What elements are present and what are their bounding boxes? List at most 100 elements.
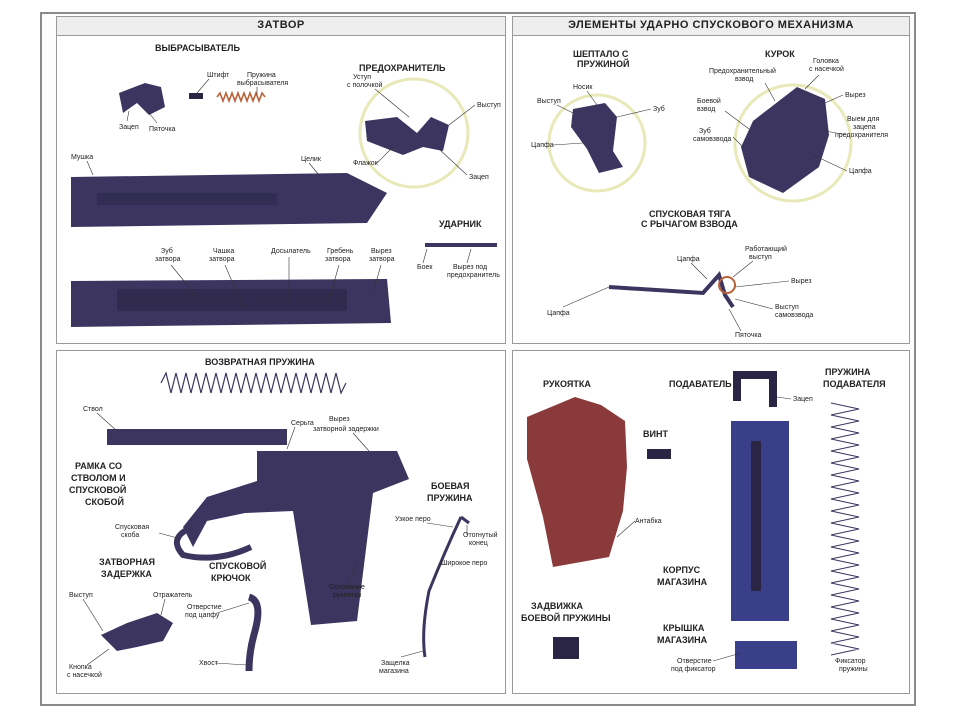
slide-stop-heading-1: ЗАТВОРНАЯ (99, 557, 155, 567)
slide-stop-part (101, 613, 173, 651)
trigger-bar-heading-2: С РЫЧАГОМ ВЗВОДА (641, 219, 738, 229)
extractor-spring (216, 90, 266, 104)
safety-cutout-label-2: предохранитель (447, 272, 500, 279)
sear-tooth-label: Зуб (653, 105, 665, 113)
grip-base-label-2: рукоятки (333, 592, 361, 599)
trigger-guard-label-1: Спусковая (115, 524, 149, 531)
nose-label: Носик (573, 84, 593, 91)
combat-cock-label-1: Боевой (697, 97, 721, 105)
slide-stop-cutout-label-1: Вырез (329, 416, 350, 423)
reflector-label: Отражатель (153, 592, 193, 599)
ejection-port-label-2: затвора (369, 256, 395, 263)
safety-heading: ПРЕДОХРАНИТЕЛЬ (359, 63, 446, 73)
sear-heading-1: ШЕПТАЛО С (573, 49, 629, 59)
bolt-ridge-label-2: затвора (325, 256, 351, 263)
follower-part (733, 371, 777, 407)
spring-lock-label-1: Фиксатор (835, 658, 866, 665)
sear-heading-2: ПРУЖИНОЙ (577, 58, 630, 69)
sear-highlight-ring (547, 93, 647, 193)
extractor-pin (189, 93, 203, 99)
button-label-2: с насечкой (67, 671, 102, 679)
mag-latch-label-1: Защелка (381, 660, 410, 667)
trigger-guard-label-2: скоба (121, 531, 139, 539)
spring-lock-label-2: пружины (839, 666, 868, 673)
safety-recess-label-3: предохранителя (835, 132, 888, 139)
sear-protrusion-label: Выступ (537, 98, 561, 105)
mag-cover-heading-2: МАГАЗИНА (657, 635, 708, 645)
slide-stop-cutout-label-2: затворной задержки (313, 425, 379, 433)
hammer-heading: КУРОК (765, 49, 795, 59)
barrel-label: Ствол (83, 406, 103, 413)
bar-axle-top-label: Цапфа (677, 256, 700, 263)
button-label-1: Кнопка (69, 664, 92, 671)
safety-part (365, 117, 449, 155)
safety-cutout-label-1: Вырез под (453, 264, 487, 271)
catch-label: Зацеп (469, 174, 489, 181)
bolt-drawing: ВЫБРАСЫВАТЕЛЬ ПРЕДОХРАНИТЕЛЬ УДАРНИК Шти… (71, 43, 501, 327)
trigger-part (245, 593, 262, 672)
working-ledge-label-1: Работающий (745, 245, 787, 253)
trigger-mech-panel-title: ЭЛЕМЕНТЫ УДАРНО СПУСКОВОГО МЕХАНИЗМА (568, 19, 854, 31)
follower-spring-part (830, 402, 860, 656)
axle-hole-label-2: под цапфу (185, 612, 220, 619)
sear-axle-label: Цапфа (531, 142, 554, 149)
follower-heading: ПОДАВАТЕЛЬ (669, 379, 732, 389)
bolt-panel-title: ЗАТВОР (257, 19, 305, 31)
frame-panel: ВОЗВРАТНАЯ ПРУЖИНА РАМКА СО СТВОЛОМ И СП… (56, 350, 506, 694)
axle-hole-label-1: Отверстие (187, 604, 222, 611)
latch-hole-label-2: под фиксатор (671, 666, 716, 673)
wide-leaf-label: Широкое перо (441, 560, 488, 567)
screw-heading: ВИНТ (643, 429, 668, 439)
magazine-cover-part (735, 641, 797, 669)
self-cock-ledge-label-1: Выступ (775, 304, 799, 311)
trigger-bar-spring (718, 276, 736, 294)
trigger-bar-part (608, 270, 735, 309)
follower-catch-label: Зацеп (793, 396, 813, 403)
swivel-label: Антабка (635, 517, 662, 525)
self-cock-tooth-label-1: Зуб (699, 127, 711, 135)
latch-hole-label-1: Отверстие (677, 658, 712, 665)
mainspring-heading-1: БОЕВАЯ (431, 481, 470, 491)
bolt-cup-label-1: Чашка (213, 248, 234, 255)
sear-part (571, 103, 623, 173)
mainspring-slide-heading-1: ЗАДВИЖКА (531, 601, 583, 611)
tail-label: Хвост (199, 660, 219, 667)
ledge-shelf-label-2: с полочкой (347, 81, 383, 89)
bent-end-label-1: Отогнутый (463, 531, 498, 539)
head-notch-label-2: с насечкой (809, 65, 844, 73)
heel-label: Пяточка (149, 126, 176, 133)
firing-pin-part (425, 243, 497, 247)
bolt-cup-label-2: затвора (209, 256, 235, 263)
safety-protrusion-label: Выступ (477, 102, 501, 109)
frame-part (183, 451, 409, 625)
bar-axle-left-label: Цапфа (547, 310, 570, 317)
barrel-part (107, 429, 287, 445)
screw-part (647, 449, 671, 459)
flag-label: Флажок (353, 160, 379, 167)
magazine-drawing: РУКОЯТКА ВИНТ Антабка ЗАДВИЖКА БОЕВОЙ ПР… (521, 367, 886, 673)
extractor-spring-label-1: Пружина (247, 72, 276, 79)
notch-label: Вырез (845, 92, 866, 99)
magazine-panel: РУКОЯТКА ВИНТ Антабка ЗАДВИЖКА БОЕВОЙ ПР… (512, 350, 910, 694)
mainspring-heading-2: ПРУЖИНА (427, 493, 473, 503)
stop-protrusion-label: Выступ (69, 592, 93, 599)
safety-recess-label-1: Выем для (847, 116, 880, 123)
safety-recess-label-2: зацепа (853, 124, 876, 131)
working-ledge-label-2: выступ (749, 254, 772, 261)
extractor-heading: ВЫБРАСЫВАТЕЛЬ (155, 43, 240, 53)
grip-heading: РУКОЯТКА (543, 379, 591, 389)
mainspring-slide-part (553, 637, 579, 659)
head-notch-label-1: Головка (813, 58, 839, 65)
trigger-bar-heading-1: СПУСКОВАЯ ТЯГА (649, 209, 731, 219)
mag-body-heading-1: КОРПУС (663, 565, 701, 575)
firing-pin-heading: УДАРНИК (439, 219, 482, 229)
self-cock-ledge-label-2: самовзвода (775, 312, 813, 319)
recoil-spring-part (160, 371, 347, 395)
ledge-shelf-label-1: Уступ (353, 74, 371, 81)
trigger-mech-drawing: ШЕПТАЛО С ПРУЖИНОЙ КУРОК Носик Выступ Зу… (531, 49, 888, 339)
trigger-guard-part (173, 524, 253, 561)
self-cock-tooth-label-2: самовзвода (693, 136, 731, 143)
slide-stop-heading-2: ЗАДЕРЖКА (101, 569, 152, 579)
hammer-axle-label: Цапфа (849, 168, 872, 175)
extractor-part (119, 83, 165, 115)
